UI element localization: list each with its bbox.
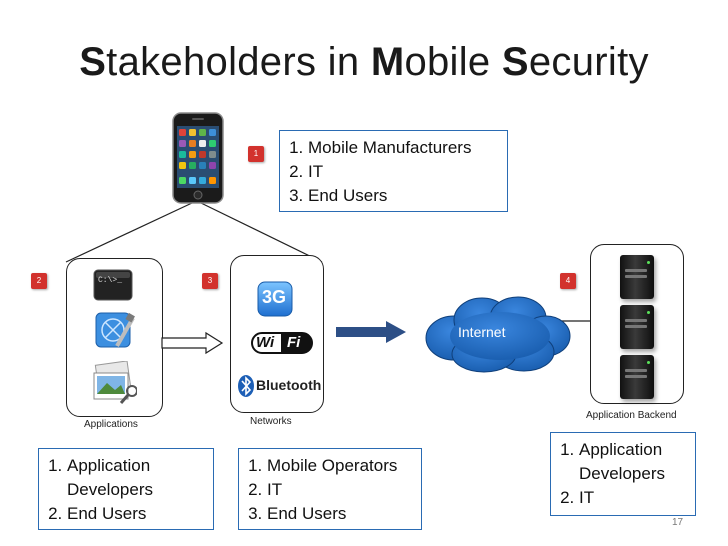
- outline-arrow: [161, 331, 224, 355]
- applications-panel: C:\>_: [66, 258, 163, 417]
- server-icon: [620, 255, 654, 299]
- list-item: Application Developers: [579, 438, 695, 486]
- wifi-icon: Wi Fi: [251, 330, 313, 356]
- badge-3: 3: [202, 273, 218, 289]
- networks-caption: Networks: [250, 416, 292, 427]
- terminal-icon: C:\>_: [93, 269, 133, 301]
- list-item: IT: [308, 160, 507, 184]
- applications-caption: Applications: [84, 419, 138, 430]
- network-stakeholder-box: Mobile Operators IT End Users: [238, 448, 422, 530]
- badge-2: 2: [31, 273, 47, 289]
- server-icon: [620, 305, 654, 349]
- terminal-prompt: C:\>_: [98, 276, 123, 285]
- list-item: End Users: [67, 502, 213, 526]
- list-item: IT: [579, 486, 695, 510]
- application-stakeholder-box: Application Developers End Users: [38, 448, 214, 530]
- list-item: Application Developers: [67, 454, 213, 502]
- list-item: Mobile Operators: [267, 454, 421, 478]
- list-item: End Users: [308, 184, 507, 208]
- xcode-icon: [93, 310, 135, 352]
- backend-stakeholder-box: Application Developers IT: [550, 432, 696, 516]
- badge-4: 4: [560, 273, 576, 289]
- internet-cloud: Internet: [414, 292, 574, 374]
- preview-icon: [91, 360, 138, 405]
- bluetooth-icon: Bluetooth: [237, 374, 323, 398]
- list-item: IT: [267, 478, 421, 502]
- 3g-icon: 3G: [257, 281, 293, 317]
- list-item: End Users: [267, 502, 421, 526]
- badge-1: 1: [248, 146, 264, 162]
- backend-panel: [590, 244, 684, 404]
- backend-caption: Application Backend: [586, 410, 677, 421]
- networks-panel: 3G Wi Fi Bluetooth: [230, 255, 324, 413]
- 3g-label: 3G: [262, 287, 287, 307]
- list-item: Mobile Manufacturers: [308, 136, 507, 160]
- slide-title: Stakeholders in Mobile Security: [79, 40, 649, 84]
- page-number: 17: [672, 517, 684, 528]
- filled-arrow: [336, 321, 406, 343]
- wifi-wi-label: Wi: [256, 334, 275, 351]
- manufacturers-stakeholder-box: Mobile Manufacturers IT End Users: [279, 130, 508, 212]
- internet-label: Internet: [458, 324, 506, 340]
- wifi-fi-label: Fi: [287, 334, 301, 351]
- server-icon: [620, 355, 654, 399]
- bluetooth-label: Bluetooth: [256, 377, 322, 393]
- iphone-icon: [172, 112, 224, 204]
